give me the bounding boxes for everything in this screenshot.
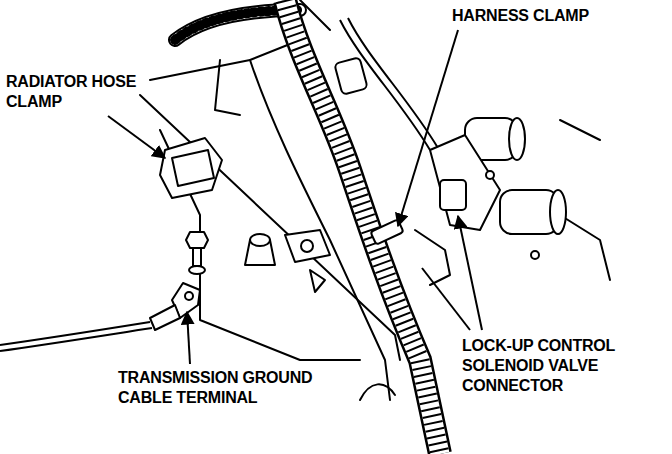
part-label: HARNESS CLAMP: [452, 6, 652, 26]
part-label: RADIATOR HOSE CLAMP: [6, 72, 156, 112]
part-label: LOCK-UP CONTROL SOLENOID VALVE CONNECTOR: [462, 336, 642, 396]
part-label: TRANSMISSION GROUND CABLE TERMINAL: [118, 368, 358, 408]
